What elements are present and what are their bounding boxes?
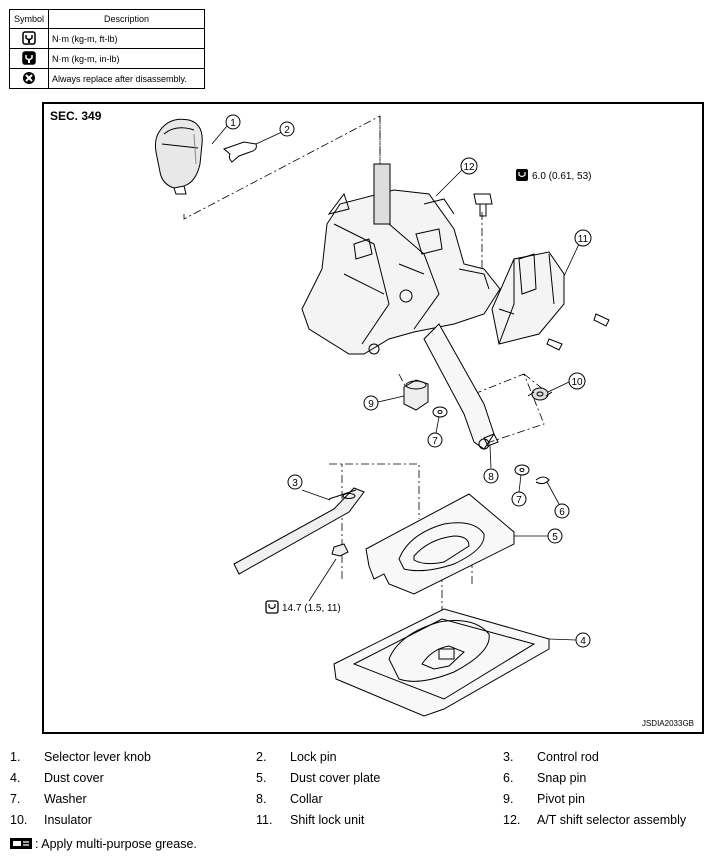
svg-text:10: 10: [571, 377, 583, 388]
part-number: 1.: [10, 750, 21, 764]
insulator: [527, 387, 553, 401]
callout-3: 3: [287, 474, 331, 501]
grease-icon: [10, 838, 32, 849]
part-number: 10.: [10, 813, 28, 827]
part-name: Washer: [44, 792, 87, 806]
svg-text:12: 12: [463, 162, 475, 173]
pivot-pin: [403, 379, 429, 411]
callout-11: 11: [563, 229, 592, 277]
legend-desc: N·m (kg-m, in-lb): [48, 48, 205, 69]
callout-7b: 7: [511, 474, 527, 507]
callout-2: 2: [255, 121, 295, 145]
svg-text:2: 2: [284, 125, 290, 136]
bolt-upper: [473, 193, 493, 217]
grease-note: : Apply multi-purpose grease.: [10, 837, 197, 851]
screw-lower: [546, 338, 563, 351]
torque-spec-upper: 6.0 (0.61, 53): [516, 169, 591, 182]
part-name: Control rod: [537, 750, 599, 764]
svg-text:6.0 (0.61, 53): 6.0 (0.61, 53): [532, 171, 591, 182]
part-name: Insulator: [44, 813, 92, 827]
svg-text:9: 9: [368, 399, 374, 410]
callout-6: 6: [546, 481, 570, 519]
svg-text:11: 11: [578, 234, 589, 245]
part-name: Dust cover: [44, 771, 104, 785]
legend-header-description: Description: [48, 9, 205, 29]
snap-pin: [535, 476, 550, 485]
symbol-legend-table: Symbol Description N·m (kg-m, ft-lb) N·m…: [9, 9, 205, 89]
part-name: Dust cover plate: [290, 771, 381, 785]
torque-wrench-icon: [22, 30, 36, 45]
callout-4: 4: [548, 632, 591, 648]
part-number: 12.: [503, 813, 521, 827]
part-number: 8.: [256, 792, 267, 806]
callout-1: 1: [211, 114, 241, 145]
control-rod-nut: [331, 543, 349, 557]
callout-8: 8: [483, 445, 499, 484]
svg-text:7: 7: [516, 495, 522, 506]
collar: [483, 433, 499, 447]
legend-desc: Always replace after disassembly.: [48, 68, 205, 89]
washer-upper: [432, 406, 448, 418]
part-number: 4.: [10, 771, 21, 785]
torque-wrench-small-icon: [22, 50, 36, 65]
legend-row: Always replace after disassembly.: [9, 68, 205, 89]
section-label: SEC. 349: [50, 109, 102, 123]
shift-lock-unit: [491, 251, 565, 345]
legend-header-symbol: Symbol: [9, 9, 49, 29]
callouts: 1 2 3 4 5: [211, 114, 592, 648]
control-rod: [233, 487, 365, 575]
callout-10: 10: [547, 372, 586, 393]
callout-5: 5: [514, 528, 563, 544]
part-number: 6.: [503, 771, 514, 785]
part-number: 5.: [256, 771, 267, 785]
always-replace-icon: [23, 71, 35, 84]
selector-lever-knob: [154, 118, 203, 195]
svg-text:8: 8: [488, 472, 494, 483]
part-name: A/T shift selector assembly: [537, 813, 687, 827]
part-name: Snap pin: [537, 771, 587, 785]
part-name: Collar: [290, 792, 323, 806]
shift-lever-arm: [423, 323, 495, 450]
part-number: 9.: [503, 792, 514, 806]
legend-header-row: Symbol Description: [9, 9, 205, 29]
svg-text:5: 5: [552, 532, 558, 543]
part-number: 2.: [256, 750, 267, 764]
callout-9: 9: [363, 395, 405, 411]
part-name: Pivot pin: [537, 792, 585, 806]
shift-selector-assembly: [301, 163, 501, 355]
part-name: Shift lock unit: [290, 813, 365, 827]
part-name: Lock pin: [290, 750, 337, 764]
part-number: 11.: [256, 813, 273, 827]
part-name: Selector lever knob: [44, 750, 152, 764]
exploded-diagram-frame: SEC. 349 JSDIA2033GB: [42, 102, 704, 734]
legend-desc: N·m (kg-m, ft-lb): [48, 28, 205, 49]
dust-cover: [333, 608, 550, 717]
svg-text:6: 6: [559, 507, 565, 518]
grease-note-text: : Apply multi-purpose grease.: [35, 837, 197, 851]
part-number: 3.: [503, 750, 514, 764]
dust-cover-plate: [365, 493, 515, 595]
svg-text:14.7 (1.5, 11): 14.7 (1.5, 11): [282, 603, 341, 614]
legend-row: N·m (kg-m, in-lb): [9, 48, 205, 69]
part-number: 7.: [10, 792, 21, 806]
lock-pin: [223, 141, 257, 163]
figure-id: JSDIA2033GB: [641, 719, 694, 728]
svg-text:4: 4: [580, 636, 586, 647]
screw-right: [593, 313, 610, 327]
svg-text:3: 3: [292, 478, 298, 489]
svg-text:7: 7: [432, 436, 438, 447]
callout-7a: 7: [427, 416, 443, 448]
callout-12: 12: [435, 157, 478, 197]
exploded-view-drawing: 1 2 3 4 5: [154, 114, 610, 717]
svg-text:1: 1: [230, 118, 236, 129]
legend-row: N·m (kg-m, ft-lb): [9, 28, 205, 49]
torque-spec-lower: 14.7 (1.5, 11): [265, 558, 341, 614]
washer-lower: [514, 464, 530, 476]
